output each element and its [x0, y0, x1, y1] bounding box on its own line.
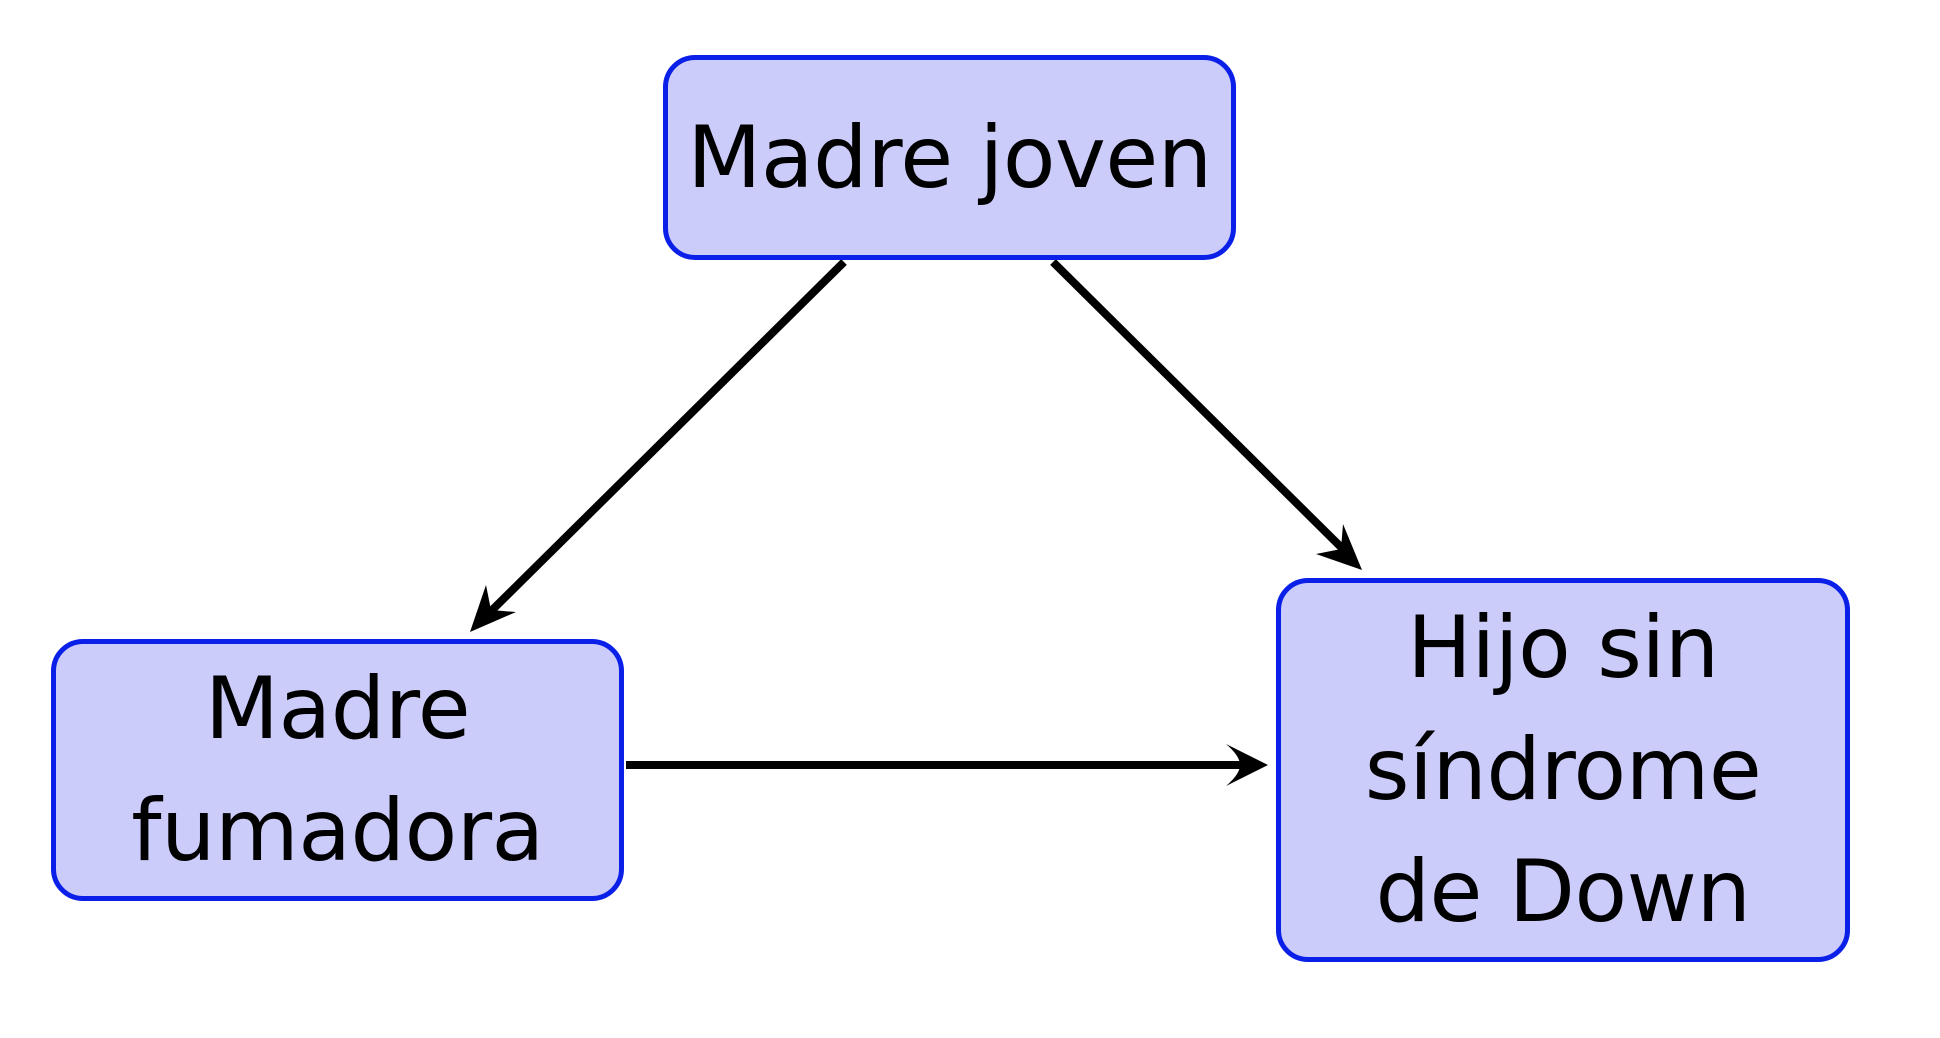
- node-hijo-line-2: síndrome: [1364, 720, 1762, 820]
- node-madre-fumadora-text: Madre fumadora: [131, 648, 544, 892]
- edge-left-to-right: [626, 744, 1268, 786]
- edge-top-to-left: [470, 259, 847, 632]
- node-madre-fumadora-line-1: Madre: [204, 659, 471, 759]
- node-madre-fumadora: Madre fumadora: [51, 639, 624, 901]
- arrowhead-top-to-right: [1316, 524, 1362, 570]
- node-madre-fumadora-line-2: fumadora: [131, 781, 544, 881]
- node-hijo-line-3: de Down: [1375, 842, 1751, 942]
- node-hijo-line-1: Hijo sin: [1407, 598, 1719, 698]
- node-hijo-sin-sindrome-de-down: Hijo sin síndrome de Down: [1276, 578, 1850, 962]
- edge-top-to-right: [1050, 259, 1362, 570]
- node-madre-joven-text: Madre joven: [687, 93, 1212, 223]
- node-hijo-text: Hijo sin síndrome de Down: [1365, 587, 1762, 953]
- arrowhead-left-to-right: [1226, 744, 1268, 786]
- arrowhead-top-to-left: [470, 585, 516, 632]
- node-madre-joven-line-1: Madre joven: [687, 107, 1212, 208]
- node-madre-joven: Madre joven: [663, 55, 1236, 260]
